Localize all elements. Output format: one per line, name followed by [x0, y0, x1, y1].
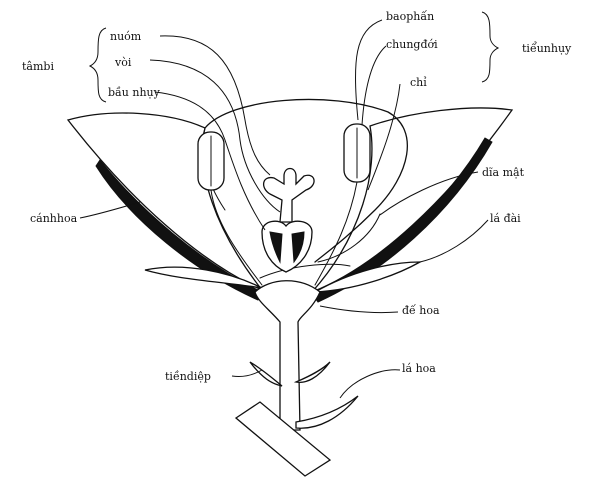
label-bao-phan: baophấn [386, 10, 434, 23]
label-tam-bi: tâmbi [22, 60, 54, 73]
pistil [262, 169, 314, 273]
label-tien-diep: tiềndiệp [165, 370, 211, 383]
label-la-hoa: lá hoa [402, 362, 436, 375]
bracket-tambi [90, 28, 106, 102]
bracket-tieunhuy [482, 12, 498, 82]
label-dia-mat: dĩa mật [482, 166, 525, 179]
label-nuom: nuóm [110, 30, 142, 43]
label-de-hoa: đế hoa [402, 304, 440, 317]
label-la-dai: lá đài [490, 212, 521, 225]
right-petal [312, 108, 512, 302]
label-canh-hoa: cánhhoa [30, 212, 78, 225]
label-tieu-nhuy: tiểunhụy [522, 41, 572, 55]
label-chung-doi: chungđới [386, 38, 438, 51]
label-voi: vòi [114, 56, 132, 69]
label-chi: chỉ [410, 76, 427, 89]
receptacle-and-stem [236, 281, 330, 476]
label-bau-nhuy: bầu nhụy [108, 86, 161, 99]
